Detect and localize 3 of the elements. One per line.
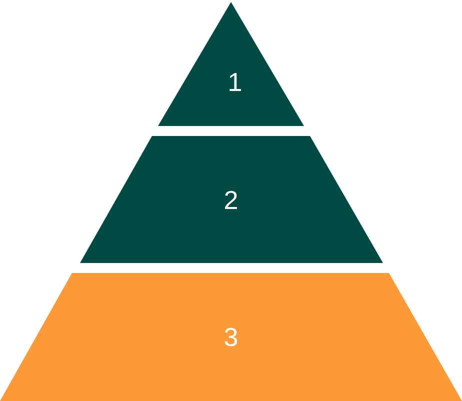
tier-number: 1 — [228, 67, 242, 97]
tier-number: 2 — [224, 185, 238, 215]
tier-number: 3 — [224, 322, 238, 352]
